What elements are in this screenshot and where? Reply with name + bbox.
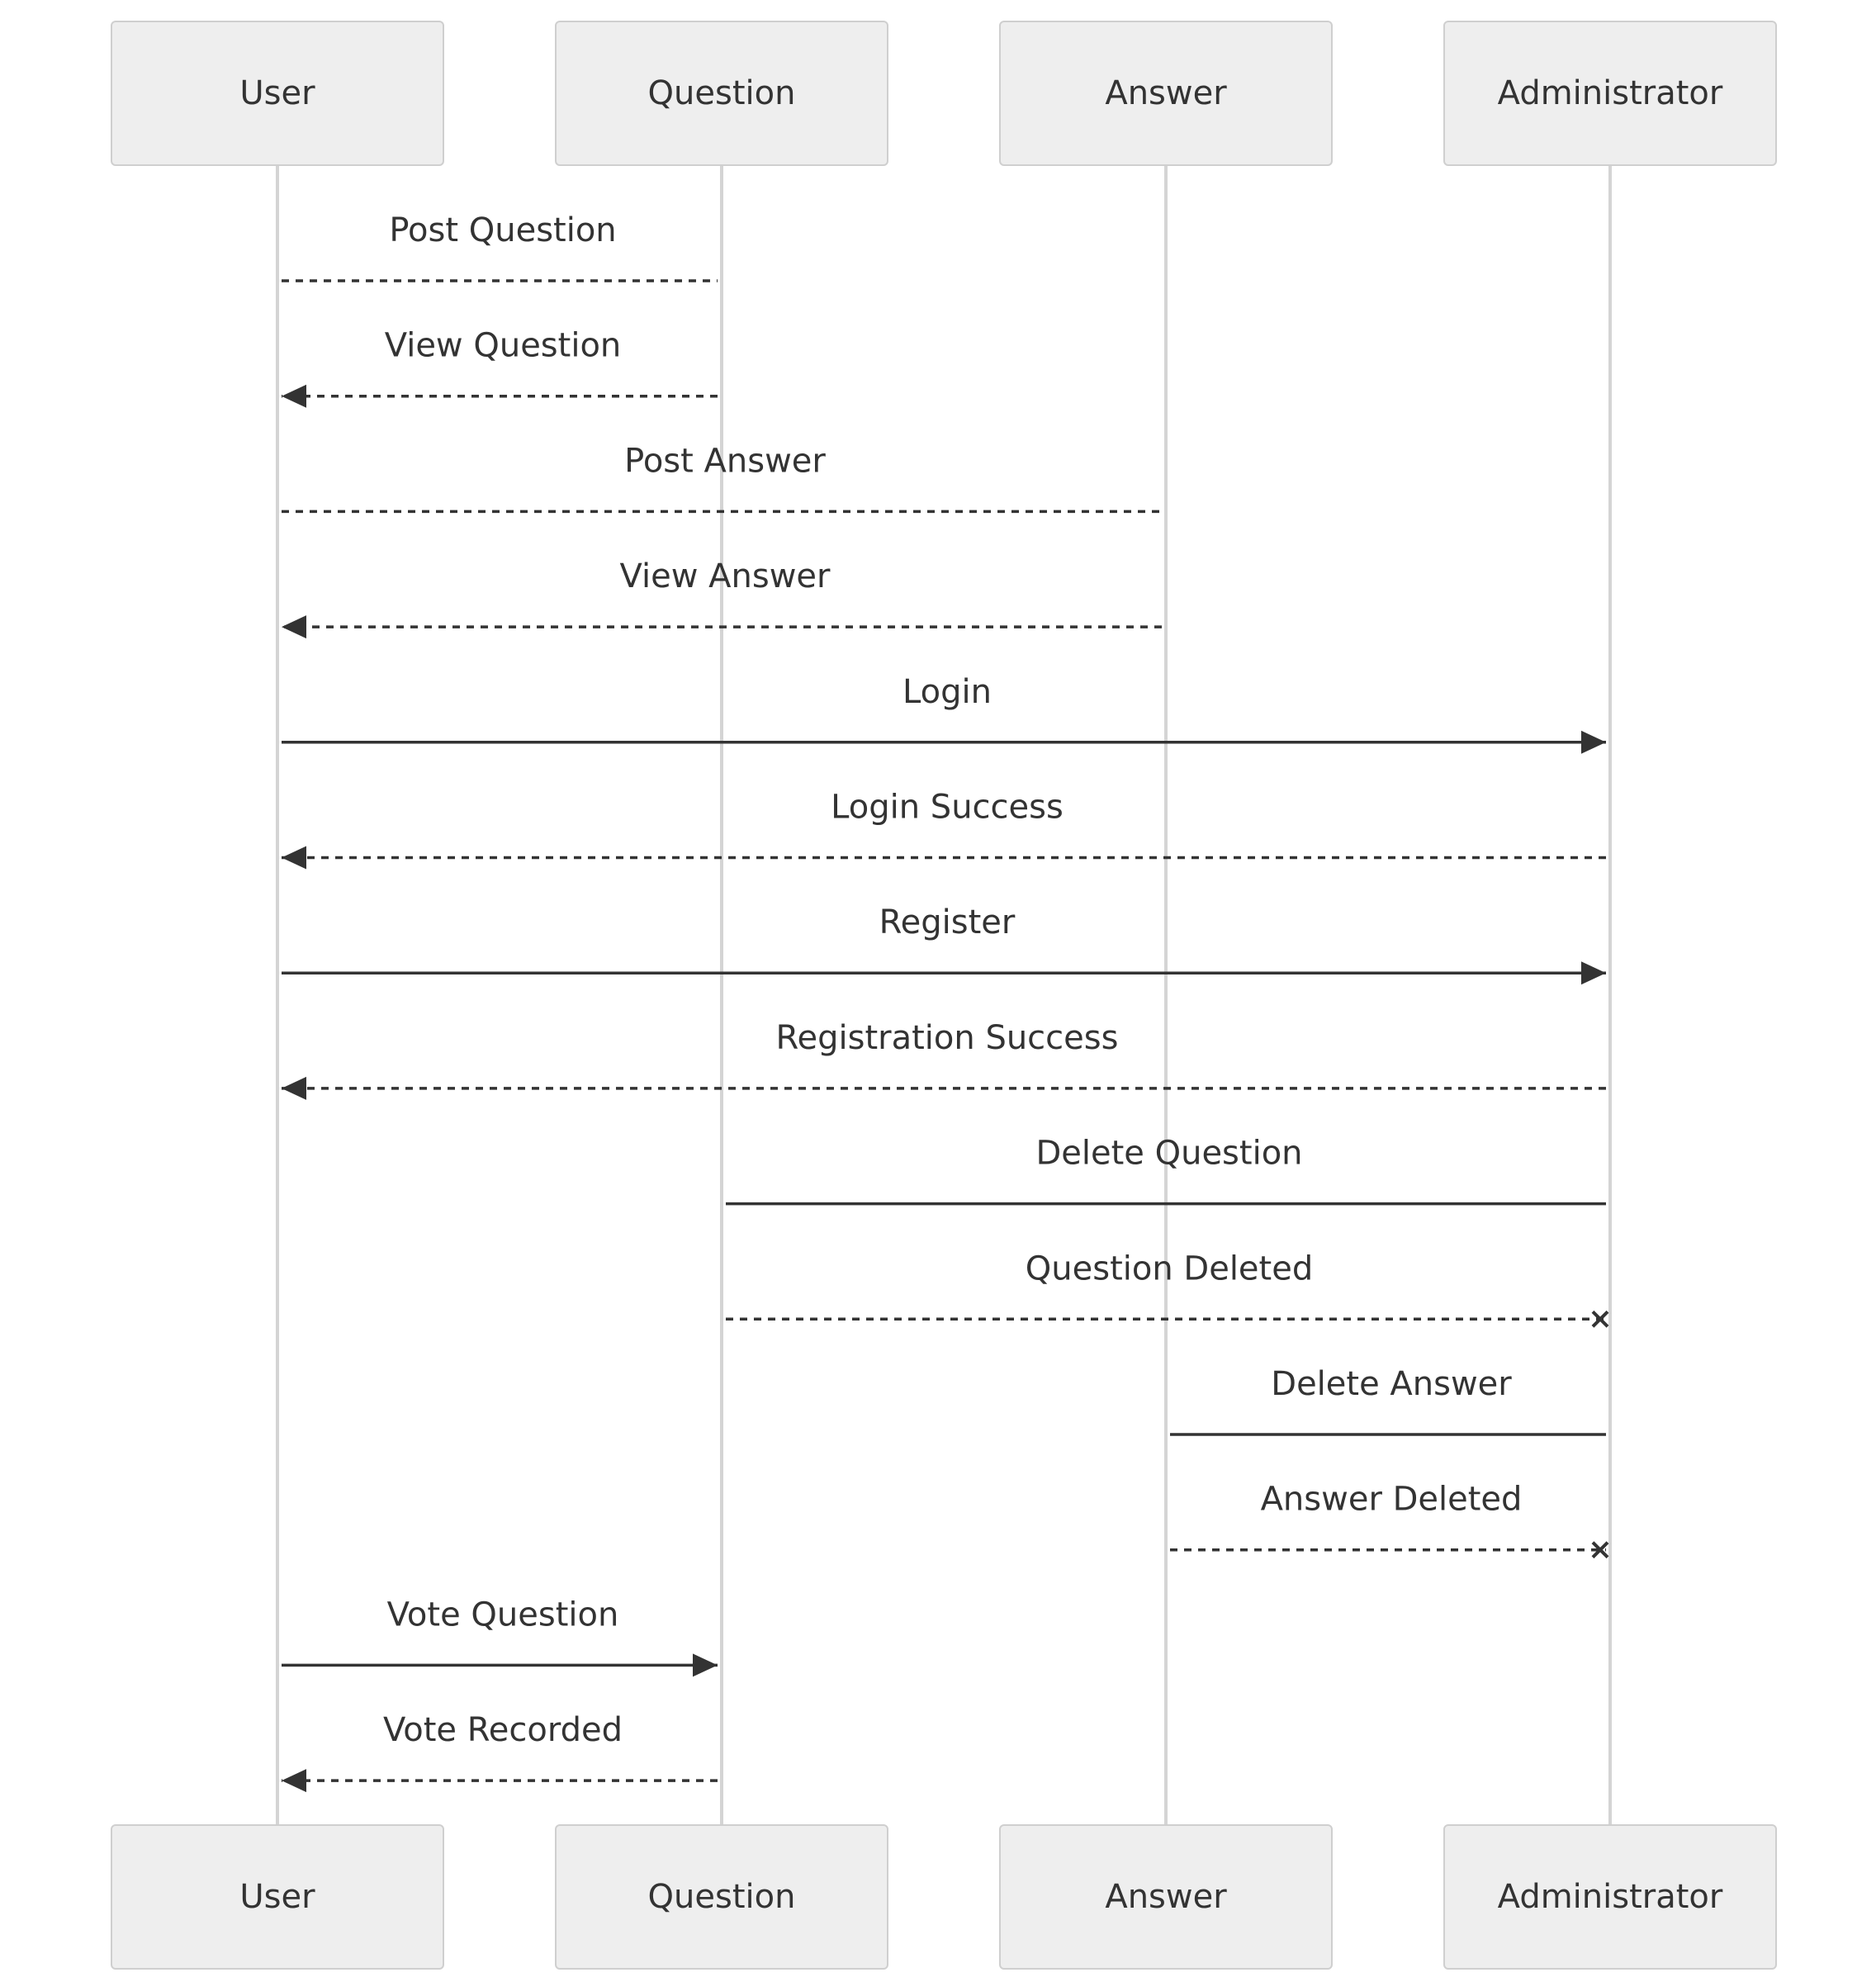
message-label: Vote Recorded: [383, 1711, 623, 1749]
arrowhead-icon: [282, 615, 306, 639]
actor-question-top: Question: [555, 21, 888, 166]
message-8: Registration Success: [282, 1019, 1606, 1100]
message-13: Vote Question: [282, 1596, 718, 1677]
actor-label: Administrator: [1498, 1878, 1723, 1916]
cross-icon: [1591, 1541, 1609, 1559]
message-label: Delete Answer: [1271, 1365, 1512, 1403]
arrowhead-icon: [1581, 730, 1606, 754]
message-label: View Question: [385, 327, 622, 365]
actor-user-bottom: User: [111, 1824, 444, 1970]
message-label: Answer Deleted: [1261, 1481, 1523, 1519]
message-11: Delete Answer: [1170, 1365, 1606, 1436]
actor-user-top: User: [111, 21, 444, 166]
actor-answer-top: Answer: [999, 21, 1333, 166]
message-label: Login Success: [831, 789, 1064, 827]
actor-answer-bottom: Answer: [999, 1824, 1333, 1970]
arrowhead-icon: [282, 1769, 306, 1793]
message-label: Delete Question: [1035, 1135, 1302, 1173]
actor-label: User: [239, 74, 315, 112]
actor-box: [111, 21, 444, 166]
actor-box: [555, 21, 888, 166]
actor-box: [999, 21, 1333, 166]
actor-admin-top: Administrator: [1443, 21, 1777, 166]
actor-box: [555, 1824, 888, 1970]
message-label: Vote Question: [387, 1596, 619, 1633]
message-label: Question Deleted: [1026, 1249, 1313, 1287]
message-5: Login: [282, 673, 1606, 754]
message-label: Post Answer: [624, 442, 826, 480]
arrowhead-icon: [282, 1076, 306, 1100]
actor-label: Question: [648, 1878, 796, 1916]
message-label: Login: [902, 673, 992, 711]
actor-label: Question: [648, 74, 796, 112]
message-12: Answer Deleted: [1170, 1481, 1609, 1559]
message-2: View Question: [282, 327, 718, 408]
message-7: Register: [282, 903, 1606, 985]
actor-box: [111, 1824, 444, 1970]
message-label: Post Question: [389, 211, 616, 249]
actor-label: Answer: [1105, 74, 1227, 112]
arrowhead-icon: [1581, 961, 1606, 985]
message-6: Login Success: [282, 789, 1606, 870]
actor-box: [999, 1824, 1333, 1970]
message-9: Delete Question: [726, 1135, 1606, 1206]
message-label: View Answer: [620, 557, 831, 595]
cross-icon: [1591, 1310, 1609, 1328]
message-label: Registration Success: [776, 1019, 1119, 1057]
arrowhead-icon: [693, 1653, 718, 1677]
actor-question-bottom: Question: [555, 1824, 888, 1970]
message-10: Question Deleted: [726, 1249, 1609, 1328]
message-label: Register: [879, 903, 1016, 941]
message-1: Post Question: [282, 211, 718, 282]
actor-label: Answer: [1105, 1878, 1227, 1916]
actor-admin-bottom: Administrator: [1443, 1824, 1777, 1970]
message-14: Vote Recorded: [282, 1711, 718, 1793]
message-4: View Answer: [282, 557, 1162, 639]
arrowhead-icon: [282, 384, 306, 408]
actor-label: User: [239, 1878, 315, 1916]
message-3: Post Answer: [282, 442, 1162, 514]
actor-label: Administrator: [1498, 74, 1723, 112]
actor-box: [1443, 21, 1777, 166]
actor-box: [1443, 1824, 1777, 1970]
arrowhead-icon: [282, 846, 306, 870]
